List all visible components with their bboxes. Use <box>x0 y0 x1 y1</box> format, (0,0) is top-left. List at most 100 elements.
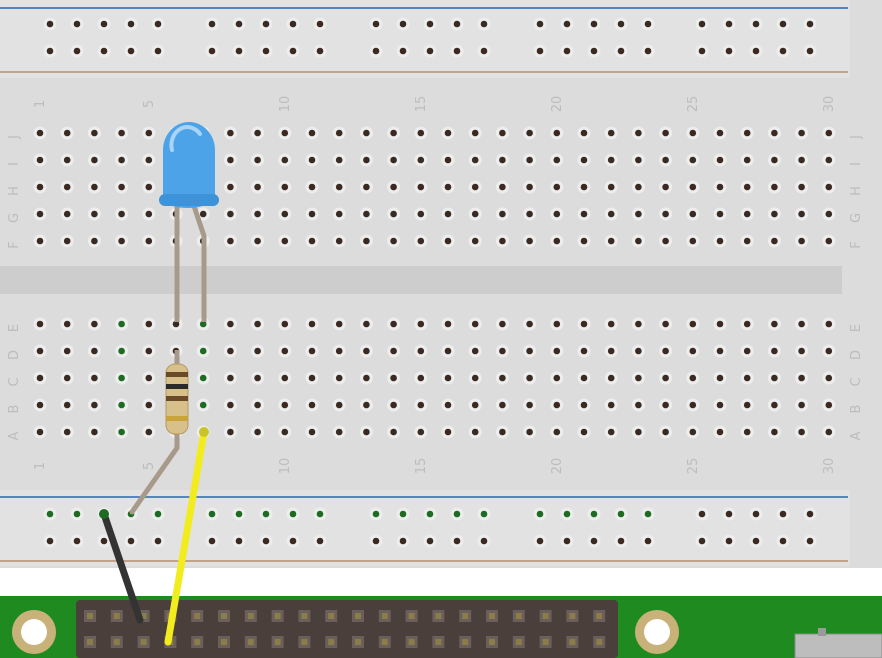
rail-hole <box>43 507 57 521</box>
hole <box>631 371 645 385</box>
rail-hole <box>587 44 601 58</box>
rail-hole <box>259 534 273 548</box>
rail-hole <box>124 17 138 31</box>
row-letter: E <box>849 324 864 332</box>
gpio-pin <box>298 610 311 622</box>
gpio-pin <box>191 610 204 622</box>
column-number-top: 5 <box>142 100 157 108</box>
rail-hole <box>477 44 491 58</box>
rail-hole <box>43 17 57 31</box>
rail-hole <box>533 44 547 58</box>
hole <box>87 425 101 439</box>
hole <box>686 398 700 412</box>
hole <box>523 371 537 385</box>
gpio-pin <box>566 610 579 622</box>
hole <box>278 398 292 412</box>
rail-hole <box>259 507 273 521</box>
rail-hole <box>205 44 219 58</box>
rail-hole <box>43 534 57 548</box>
hole <box>604 398 618 412</box>
hole <box>795 317 809 331</box>
rail-hole <box>313 534 327 548</box>
gpio-pin <box>539 636 552 648</box>
hole <box>33 344 47 358</box>
rail-hole <box>369 534 383 548</box>
rail-hole <box>776 534 790 548</box>
hole <box>713 317 727 331</box>
hole <box>278 180 292 194</box>
rail-hole <box>396 507 410 521</box>
hole <box>60 344 74 358</box>
hole <box>387 344 401 358</box>
hole <box>33 126 47 140</box>
gpio-pin <box>512 636 525 648</box>
rail-hole <box>560 44 574 58</box>
gpio-pin <box>378 610 391 622</box>
gpio-pin <box>325 610 338 622</box>
hole <box>631 234 645 248</box>
hole <box>60 207 74 221</box>
column-number-bottom: 25 <box>686 458 701 475</box>
hole <box>115 398 129 412</box>
hole <box>713 126 727 140</box>
usb-connector <box>794 633 882 658</box>
column-number-top: 1 <box>33 100 48 108</box>
hole <box>223 153 237 167</box>
hole <box>359 207 373 221</box>
hole <box>142 180 156 194</box>
gpio-pin <box>352 636 364 648</box>
hole <box>251 153 265 167</box>
rail-hole <box>776 17 790 31</box>
hole <box>387 317 401 331</box>
hole <box>60 425 74 439</box>
hole <box>822 180 836 194</box>
hole <box>550 234 564 248</box>
hole <box>305 153 319 167</box>
hole <box>523 344 537 358</box>
hole <box>523 207 537 221</box>
hole <box>713 207 727 221</box>
hole <box>387 371 401 385</box>
hole <box>60 234 74 248</box>
hole <box>332 398 346 412</box>
hole <box>387 207 401 221</box>
rail-hole <box>450 507 464 521</box>
hole <box>115 371 129 385</box>
rail-hole <box>124 534 138 548</box>
rail-hole <box>423 44 437 58</box>
hole <box>740 126 754 140</box>
row-letter: C <box>7 377 22 386</box>
hole <box>495 234 509 248</box>
hole <box>659 180 673 194</box>
rail-hole <box>695 44 709 58</box>
rail-hole <box>232 44 246 58</box>
hole <box>468 398 482 412</box>
rail-hole <box>560 507 574 521</box>
hole <box>332 180 346 194</box>
hole <box>142 425 156 439</box>
hole <box>523 180 537 194</box>
hole <box>795 153 809 167</box>
rail-hole <box>70 534 84 548</box>
hole <box>115 207 129 221</box>
bottom-power-rail <box>0 490 850 566</box>
rail-hole <box>97 534 111 548</box>
hole <box>278 317 292 331</box>
gpio-pin <box>593 636 606 648</box>
hole <box>631 344 645 358</box>
rail-hole <box>749 534 763 548</box>
hole <box>278 126 292 140</box>
hole <box>659 398 673 412</box>
hole <box>87 126 101 140</box>
hole <box>713 398 727 412</box>
resistor-lead-bottom <box>129 427 180 515</box>
hole <box>251 425 265 439</box>
hole <box>713 180 727 194</box>
hole <box>740 398 754 412</box>
hole <box>332 371 346 385</box>
row-letter: B <box>849 405 864 414</box>
hole <box>196 371 210 385</box>
hole <box>359 344 373 358</box>
hole <box>33 371 47 385</box>
hole <box>441 398 455 412</box>
